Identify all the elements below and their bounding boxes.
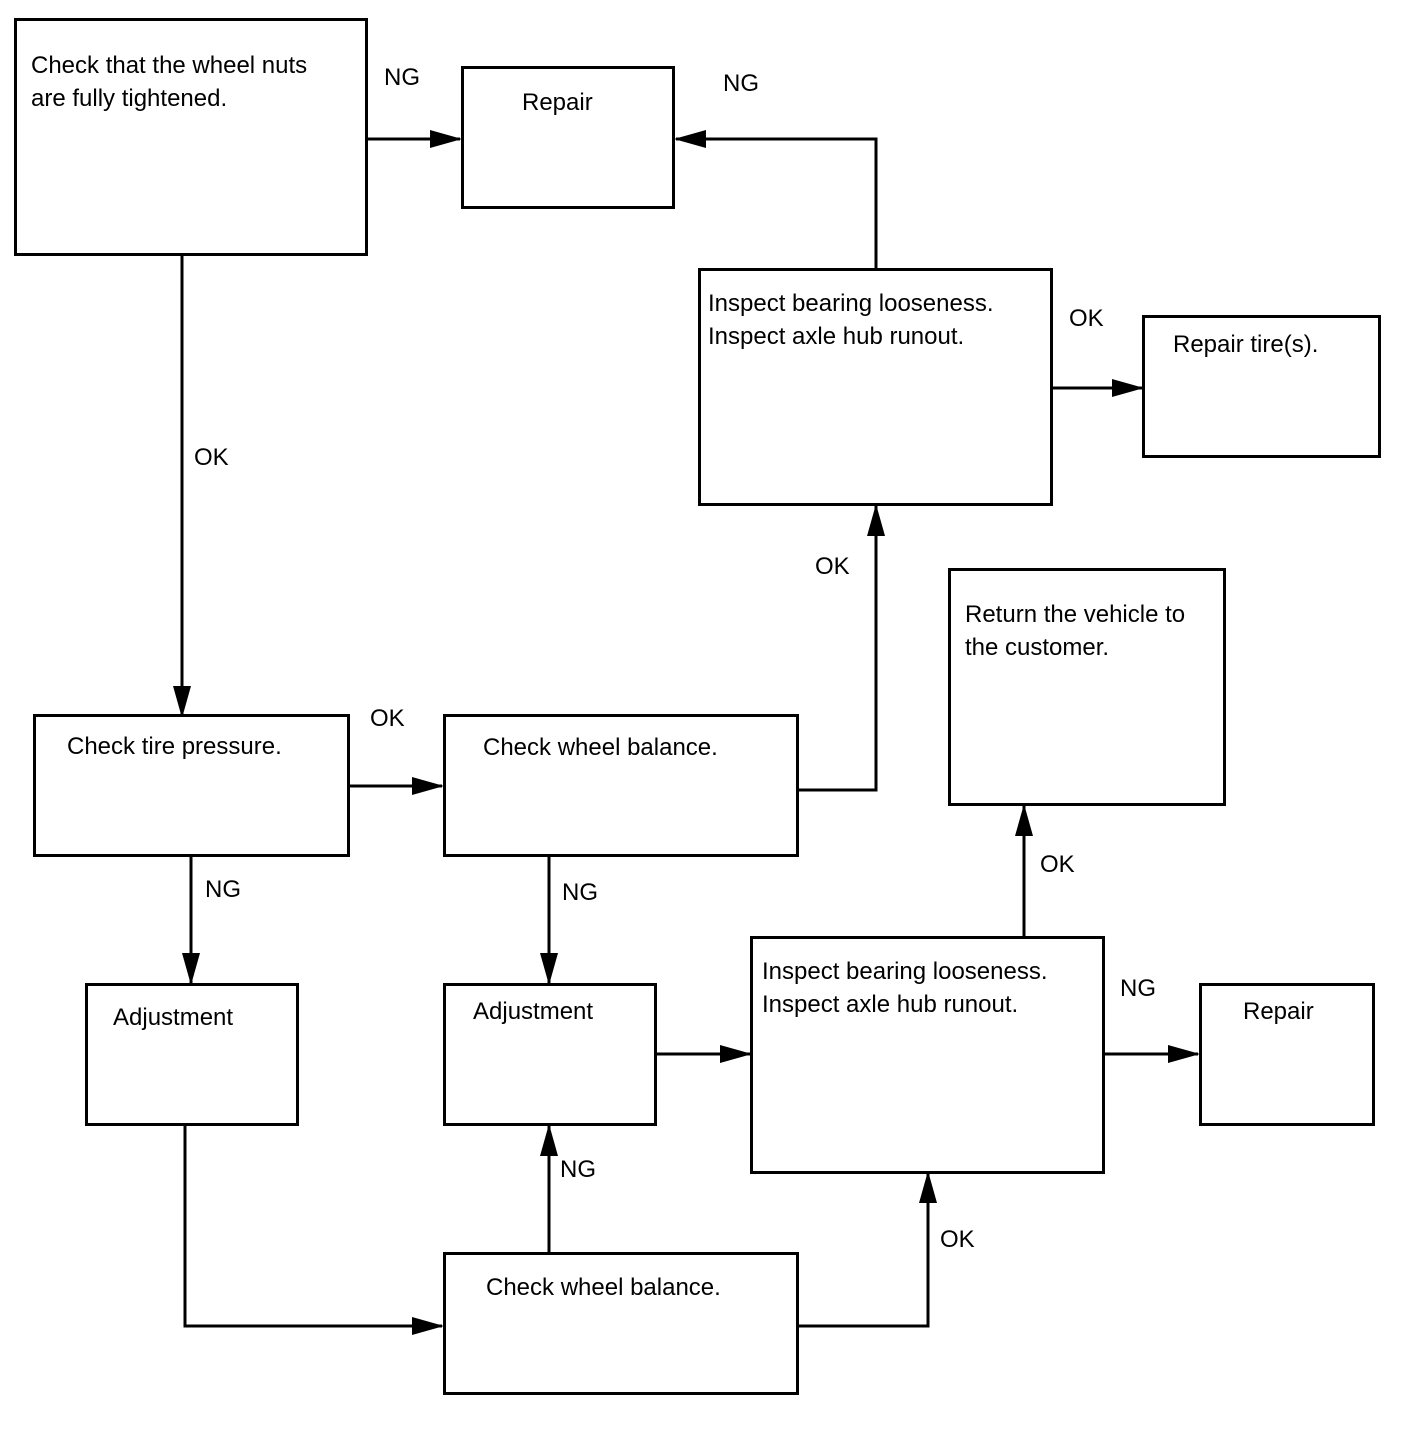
- step-check-wheel-balance-bottom: Check wheel balance.: [443, 1252, 799, 1395]
- step-return-vehicle: Return the vehicle to the customer.: [948, 568, 1226, 806]
- step-check-wheel-balance-mid-text: Check wheel balance.: [483, 734, 718, 761]
- connector-bearing-top-to-repair: [674, 130, 878, 270]
- label-nuts-to-pressure: OK: [194, 444, 229, 471]
- step-repair-tires-text: Repair tire(s).: [1173, 331, 1319, 358]
- step-repair-top-text: Repair: [522, 89, 593, 116]
- label-pressure-to-adjust: NG: [205, 876, 241, 903]
- step-repair-top: Repair: [461, 66, 675, 209]
- step-repair-bottom-text: Repair: [1243, 998, 1314, 1025]
- label-balance-mid-to-adjust: NG: [562, 879, 598, 906]
- step-inspect-bearing-top-text: Inspect bearing looseness. Inspect axle …: [708, 290, 994, 350]
- step-adjustment-left-text: Adjustment: [113, 1004, 234, 1031]
- step-check-wheel-nuts: Check that the wheel nuts are fully tigh…: [14, 18, 368, 256]
- label-bearing-top-to-repair: NG: [723, 70, 759, 97]
- step-adjustment-left: Adjustment: [85, 983, 299, 1126]
- step-check-wheel-balance-mid: Check wheel balance.: [443, 714, 799, 857]
- connector-adjust-left-to-balance: [183, 1126, 444, 1335]
- step-repair-bottom: Repair: [1199, 983, 1375, 1126]
- label-bearing-bottom-to-return: OK: [1040, 851, 1075, 878]
- step-repair-tires: Repair tire(s).: [1142, 315, 1381, 458]
- label-nuts-to-repair: NG: [384, 64, 420, 91]
- label-balance-bottom-to-adjust: NG: [560, 1156, 596, 1183]
- connector-balance-bottom-to-bearing: [798, 1171, 937, 1328]
- step-return-vehicle-text: Return the vehicle to the customer.: [965, 601, 1186, 661]
- step-check-wheel-nuts-text: Check that the wheel nuts are fully tigh…: [31, 52, 308, 112]
- label-balance-mid-to-bearing-top: OK: [815, 553, 850, 580]
- step-check-wheel-balance-bottom-text: Check wheel balance.: [486, 1274, 721, 1301]
- label-bearing-bottom-to-repair: NG: [1120, 975, 1156, 1002]
- step-check-tire-pressure: Check tire pressure.: [33, 714, 350, 857]
- step-inspect-bearing-bottom: Inspect bearing looseness. Inspect axle …: [750, 936, 1105, 1174]
- step-inspect-bearing-top: Inspect bearing looseness. Inspect axle …: [698, 268, 1053, 506]
- label-pressure-to-balance: OK: [370, 705, 405, 732]
- step-adjustment-mid-text: Adjustment: [473, 998, 594, 1025]
- connector-balance-mid-to-bearing-top: [798, 504, 885, 792]
- step-check-tire-pressure-text: Check tire pressure.: [67, 733, 282, 760]
- step-adjustment-mid: Adjustment: [443, 983, 657, 1126]
- step-inspect-bearing-bottom-text: Inspect bearing looseness. Inspect axle …: [762, 958, 1048, 1018]
- label-bearing-top-to-tires: OK: [1069, 305, 1104, 332]
- label-balance-bottom-to-bearing: OK: [940, 1226, 975, 1253]
